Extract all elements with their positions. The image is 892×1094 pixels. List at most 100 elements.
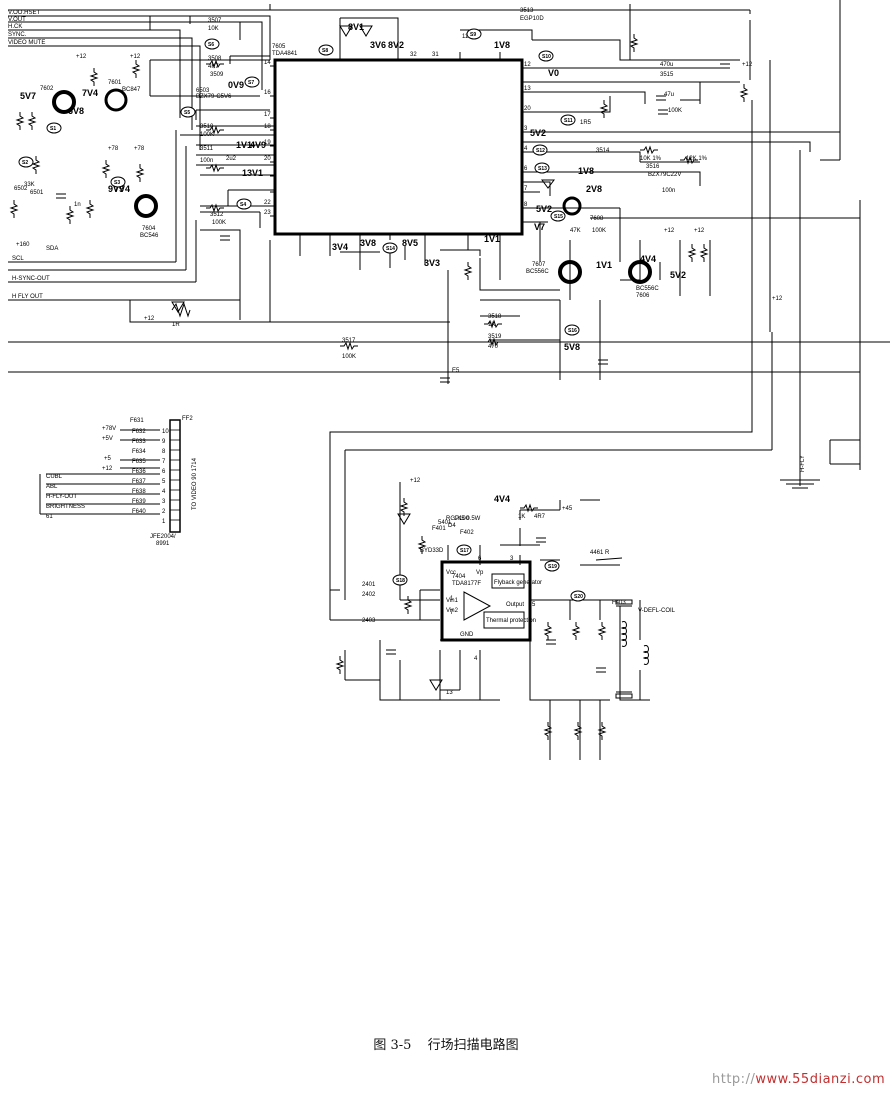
svg-text:S6: S6 [208,42,214,48]
component-ref: F403 [612,600,626,606]
supply-label: +78V [102,426,116,432]
transistor-type: BC556C [636,286,659,292]
supply-label: +12 [772,296,783,302]
component-value: 100K [212,220,226,226]
left-signal-labels: V.OO.HSET V.OUT H.CK SYNC. VIDEO MUTE SC… [8,10,58,300]
svg-text:S1: S1 [50,126,56,132]
ic-pin: 31 [432,52,439,58]
connector-pin-num: 9 [162,439,166,445]
component-value: 100n [200,158,213,164]
ic-pin: 23 [264,210,271,216]
voltage-label: 3V4 [332,242,348,252]
ic-pin: 6 [524,166,528,172]
component-value: 1K5 0.5W [454,516,481,522]
transistor-type: BC847 [122,87,141,93]
voltage-label: V0 [548,68,559,78]
figure-caption: 图 3-5 行场扫描电路图 [0,1034,892,1053]
supply-label: +12 [144,316,155,322]
test-point: S12 [532,144,548,156]
voltage-label: 5V8 [564,342,580,352]
connector-pin: F637 [132,479,146,485]
transistor-symbol [52,90,76,114]
component-value: 33K [24,182,35,188]
component-value: 1K [488,322,495,328]
vert-ic-pin: 7 [450,610,454,616]
test-point: S2 [18,156,34,168]
main-ic-ref: 7605 [272,44,286,50]
voltage-label: 9V9 [108,184,124,194]
connector-pin-num: 3 [162,499,166,505]
ic-pin: 20 [264,156,271,162]
component-value: 2u2 [226,156,237,162]
signal-label: SDA [46,246,58,252]
ic-pin-numbers: 14 16 17 18 19 20 22 23 12 13 20 3 4 6 7… [264,34,536,696]
component-ref: 3514 [596,148,610,154]
connector-pin-num: 10 [162,429,169,435]
test-point: S13 [534,162,550,174]
svg-text:S7: S7 [248,80,254,86]
transistor-symbol [562,196,582,216]
voltage-label: 5V2 [670,270,686,280]
test-point: S8 [318,44,334,56]
ic-pin: 8 [524,202,528,208]
ic-pin: 19 [264,140,271,146]
svg-text:S2: S2 [22,160,28,166]
voltage-label: 5V2 [536,204,552,214]
vert-ic-pin: 13 [446,690,453,696]
voltage-label: 1V1 [484,234,500,244]
ic-pin: 13 [524,86,531,92]
voltage-label: 1V1 [236,140,252,150]
net-label: E5 [452,368,460,374]
svg-text:S11: S11 [564,118,573,124]
voltage-label: 5V2 [530,128,546,138]
test-point: S6 [204,38,220,50]
voltage-label: 4V4 [640,254,656,264]
supply-label: +12 [410,478,421,484]
svg-text:S13: S13 [538,166,547,172]
vertical-ic: Vcc Vp Vin1 Vin2 Output GND Flyback gene… [440,560,542,642]
component-value: 47u [664,92,674,98]
connector-num: 8991 [156,541,170,547]
connector-pin-num: 6 [162,469,166,475]
voltage-label: 4V4 [494,494,510,504]
svg-text:S10: S10 [542,54,551,60]
component-value: 10K 1% [640,156,662,162]
supply-label: +78 [134,146,145,152]
connector-pin-num: 8 [162,449,166,455]
signal-label: SCL [12,256,24,262]
component-ref: 5401 [438,520,452,526]
voltage-label: 13V1 [242,168,263,178]
passive-components [9,25,814,740]
component-value: 470 [488,344,499,350]
test-point: S9 [466,28,482,40]
connector-pin: F639 [132,499,146,505]
ic-pin: 32 [410,52,417,58]
main-ic: 7605 TDA4841 [270,44,528,240]
signal-label: H FLY OUT [12,294,43,300]
transistor-type: BC556C [526,269,549,275]
connector-pin-num: 5 [162,479,166,485]
voltage-label: 4V9 [250,140,266,150]
ic-pin: 16 [264,90,271,96]
vert-ic-pin: 4 [474,656,478,662]
svg-text:S16: S16 [568,328,577,334]
svg-text:S9: S9 [470,32,476,38]
component-value: BZX79C22V [648,172,681,178]
connector-label: CUBL [46,474,63,480]
test-point: S3 [110,176,126,188]
svg-text:S12: S12 [536,148,545,154]
misc-labels: H-FLY 4461 R E5 V-DEFL-COIL RGP100 [446,368,806,614]
component-value: 47K [570,228,581,234]
voltage-labels: 5V7 6V8 7V4 8V2 8V1 5V2 0V9 4V9 3V6 1V8 … [20,22,686,504]
component-value: BZX79-C5V6 [196,94,232,100]
svg-text:S20: S20 [574,594,583,600]
supply-label: +45 [562,506,573,512]
svg-text:S14: S14 [386,246,395,252]
component-ref: 6502 [14,186,28,192]
voltage-label: 7V4 [114,184,130,194]
voltage-label: 3V6 [370,40,386,50]
ic-pin: 3 [524,126,528,132]
component-ref: 2402 [362,592,376,598]
transistor-type: BC546 [140,233,159,239]
figure-number: 图 3-5 [373,1038,412,1053]
